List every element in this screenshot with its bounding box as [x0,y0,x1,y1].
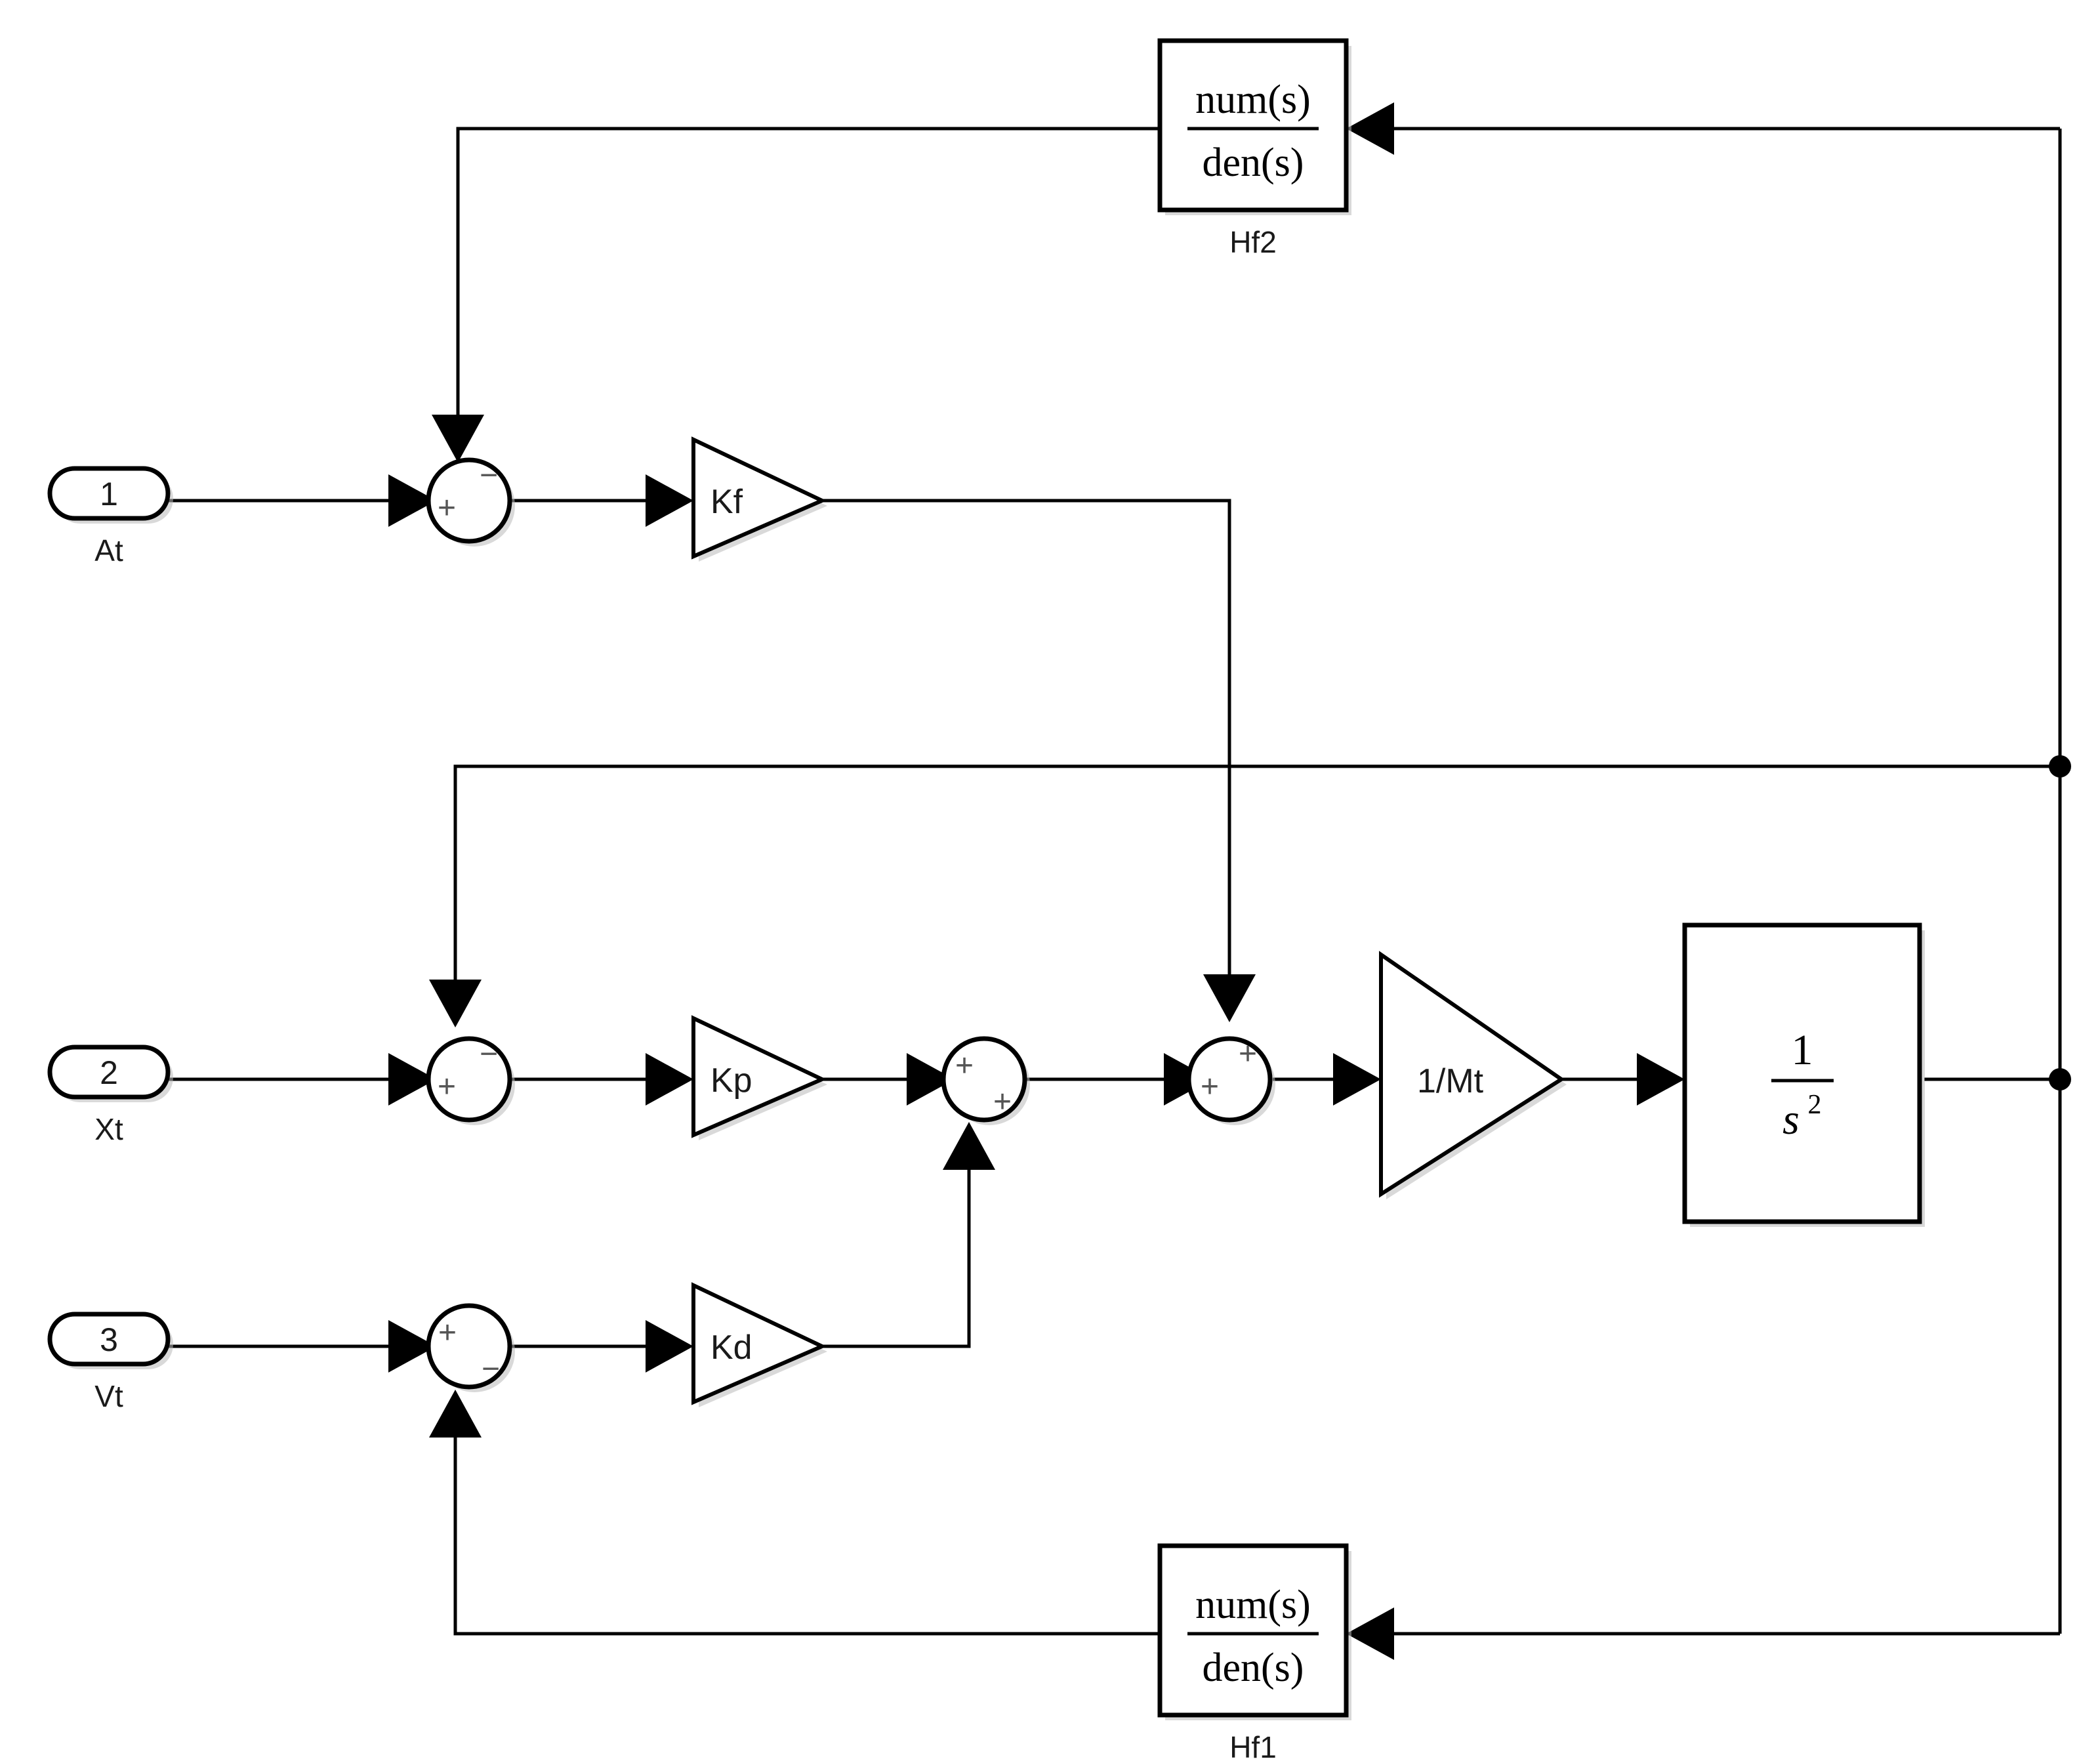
transfer-function-hf2[interactable]: num(s) den(s) [1157,38,1351,215]
integrator-numerator: 1 [1792,1026,1813,1074]
arrow-into-sum-force-top [1203,974,1256,1022]
gain-kd-label: Kd [710,1329,752,1367]
wire-hf1-to-sum-vt [453,1434,1160,1636]
inport-vt-number: 3 [100,1321,118,1358]
gain-kd[interactable]: Kd [691,1282,827,1407]
wire-xt-feedback [453,764,2060,983]
sum-vt-sign-minus: − [482,1352,500,1386]
hf2-numerator: num(s) [1195,77,1311,122]
wire-kd-to-sum-pd [822,1165,971,1348]
sum-xt-sign-plus: + [438,1069,456,1104]
gain-kf[interactable]: Kf [691,436,827,562]
sum-pd[interactable]: + + [941,1036,1030,1125]
inport-at-number: 1 [100,476,118,512]
sum-force-sign-b: + [1239,1037,1257,1071]
sum-pd-sign-a: + [955,1048,974,1083]
sum-force[interactable]: + + [1186,1036,1275,1125]
sum-at-sign-plus: + [438,491,456,526]
arrow-into-integrator [1637,1053,1685,1106]
wire-kf-to-sum-force [822,499,1231,978]
integrator-denominator-base: s [1782,1096,1800,1144]
arrow-into-sum-at-left [388,474,436,527]
arrow-into-kf [646,474,693,527]
arrow-into-sum-xt-top [429,980,482,1027]
hf2-denominator: den(s) [1203,140,1304,185]
arrow-into-kd [646,1320,693,1373]
gain-kf-label: Kf [710,483,743,521]
integrator-denominator-exponent: 2 [1808,1090,1822,1120]
inport-xt-number: 2 [100,1054,118,1091]
inport-at[interactable]: 1 [47,466,173,524]
hf1-label: Hf1 [1229,1730,1277,1759]
arrow-into-sum-xt-left [388,1053,436,1106]
transfer-function-hf1[interactable]: num(s) den(s) [1157,1543,1351,1720]
integrator-block[interactable]: 1 s 2 [1682,922,1925,1227]
sum-pd-sign-b: + [993,1085,1012,1119]
arrow-into-hf1 [1346,1607,1394,1660]
junction-dot-xt-feedback [2049,755,2071,777]
arrow-into-mt [1333,1053,1381,1106]
sum-force-sign-a: + [1201,1069,1219,1104]
arrow-into-kp [646,1053,693,1106]
arrow-into-sum-pd-left [907,1053,955,1106]
arrow-into-sum-at-top [432,415,484,463]
arrow-into-sum-pd-bottom [943,1122,995,1170]
inport-xt[interactable]: 2 [47,1045,173,1102]
hf2-label: Hf2 [1229,225,1277,259]
gain-mt[interactable]: 1/Mt [1379,951,1567,1199]
arrow-into-hf2 [1346,102,1394,155]
sum-at[interactable]: + − [426,457,515,547]
gain-mt-label: 1/Mt [1417,1062,1484,1100]
inport-xt-label: Xt [94,1112,123,1146]
sum-vt-sign-plus: + [438,1315,457,1350]
sum-vt[interactable]: + − [426,1303,515,1392]
sum-xt[interactable]: + − [426,1036,515,1125]
sum-xt-sign-minus: − [480,1037,498,1071]
gain-kp-label: Kp [710,1062,752,1100]
arrow-into-sum-vt-left [388,1320,436,1373]
wire-hf2-to-sum-at [456,127,1160,420]
hf1-numerator: num(s) [1195,1583,1311,1627]
gain-kp[interactable]: Kp [691,1015,827,1140]
sum-at-sign-minus: − [480,458,498,493]
inport-vt[interactable]: 3 [47,1312,173,1369]
inport-at-label: At [94,533,123,568]
inport-vt-label: Vt [94,1379,123,1413]
junction-dot-output [2049,1068,2071,1090]
hf1-denominator: den(s) [1203,1645,1304,1690]
arrow-into-sum-vt-bottom [429,1390,482,1438]
